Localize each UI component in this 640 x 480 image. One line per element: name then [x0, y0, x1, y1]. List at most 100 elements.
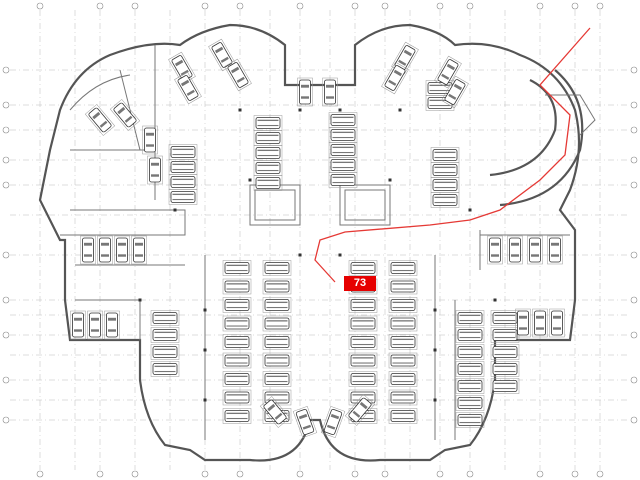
parked-car: [253, 130, 283, 146]
parked-car: [150, 310, 180, 326]
parked-car: [455, 344, 485, 360]
axis-bubble: [630, 331, 638, 339]
parked-car: [262, 278, 292, 295]
parked-car: [430, 177, 460, 193]
parked-car: [328, 157, 358, 173]
parked-car: [490, 310, 520, 326]
parked-car: [259, 396, 291, 428]
parked-car: [348, 260, 378, 276]
structural-column: [433, 308, 437, 312]
parked-car: [328, 112, 358, 128]
structural-columns: [138, 108, 497, 402]
parked-car: [388, 371, 418, 387]
structural-column: [173, 208, 177, 212]
parked-car: [104, 310, 120, 340]
parked-car: [490, 378, 520, 394]
parked-car: [455, 327, 485, 343]
parked-car: [490, 361, 520, 377]
parked-car: [253, 160, 283, 176]
parked-car: [174, 71, 202, 105]
axis-bubble: [630, 126, 638, 134]
parked-car: [224, 58, 252, 92]
parked-car: [253, 115, 283, 131]
parked-car: [297, 77, 313, 107]
axis-bubble: [630, 251, 638, 259]
parked-car: [70, 310, 86, 340]
parked-car: [547, 235, 563, 265]
axis-bubble: [630, 181, 638, 189]
parked-car: [114, 235, 130, 265]
axis-bubble: [296, 470, 304, 478]
parked-car: [348, 352, 378, 369]
structural-column: [203, 308, 207, 312]
parked-car: [168, 144, 198, 160]
parked-car: [222, 278, 252, 295]
structural-column: [398, 108, 402, 112]
parked-car: [388, 315, 418, 332]
structural-column: [138, 298, 142, 302]
axis-bubble: [536, 2, 544, 10]
axis-bubble: [2, 251, 10, 259]
parked-car: [388, 260, 418, 276]
axis-bubble: [2, 181, 10, 189]
parked-car: [109, 99, 141, 131]
parked-car: [507, 235, 523, 265]
structural-column: [298, 108, 302, 112]
structural-column: [248, 178, 252, 182]
parked-car: [222, 297, 252, 313]
parked-car: [490, 327, 520, 343]
parked-car: [320, 405, 346, 439]
parked-car: [455, 310, 485, 326]
axis-bubble: [381, 470, 389, 478]
structural-column: [388, 178, 392, 182]
parked-car: [388, 278, 418, 295]
parked-car: [455, 412, 485, 428]
parked-car: [549, 308, 565, 338]
parked-car: [348, 334, 378, 350]
parked-car: [388, 408, 418, 424]
axis-bubble: [630, 296, 638, 304]
axis-bubble: [436, 2, 444, 10]
axis-bubble: [236, 470, 244, 478]
parked-car: [168, 51, 196, 85]
parked-car: [262, 315, 292, 332]
parked-car: [322, 77, 338, 107]
structural-column: [298, 253, 302, 257]
parked-car: [142, 125, 158, 155]
axis-bubble: [596, 2, 604, 10]
parked-car: [262, 352, 292, 369]
axis-bubble: [36, 470, 44, 478]
parked-car: [150, 327, 180, 343]
parked-car: [84, 104, 116, 136]
route-path: [314, 27, 591, 283]
parked-car: [222, 315, 252, 332]
parked-car: [328, 142, 358, 158]
parked-car: [388, 334, 418, 350]
target-space-label[interactable]: 73: [344, 276, 376, 291]
parked-car: [253, 145, 283, 161]
parked-car: [388, 352, 418, 369]
structural-column: [203, 348, 207, 352]
parked-car: [430, 147, 460, 163]
parked-car: [532, 308, 548, 338]
structural-column: [468, 208, 472, 212]
axis-bubble: [296, 2, 304, 10]
axis-bubble: [131, 2, 139, 10]
parked-car: [441, 75, 469, 109]
parked-car: [348, 297, 378, 313]
structural-column: [338, 108, 342, 112]
axis-bubble: [630, 156, 638, 164]
parked-car: [388, 389, 418, 406]
parked-car: [222, 260, 252, 276]
parked-car: [222, 371, 252, 387]
parked-car: [344, 394, 376, 426]
structural-column: [203, 398, 207, 402]
parked-car: [262, 371, 292, 387]
parked-car: [80, 235, 96, 265]
structural-column: [238, 108, 242, 112]
parked-car: [147, 155, 163, 185]
parked-car: [222, 389, 252, 406]
parked-car: [527, 235, 543, 265]
parked-car: [455, 395, 485, 411]
